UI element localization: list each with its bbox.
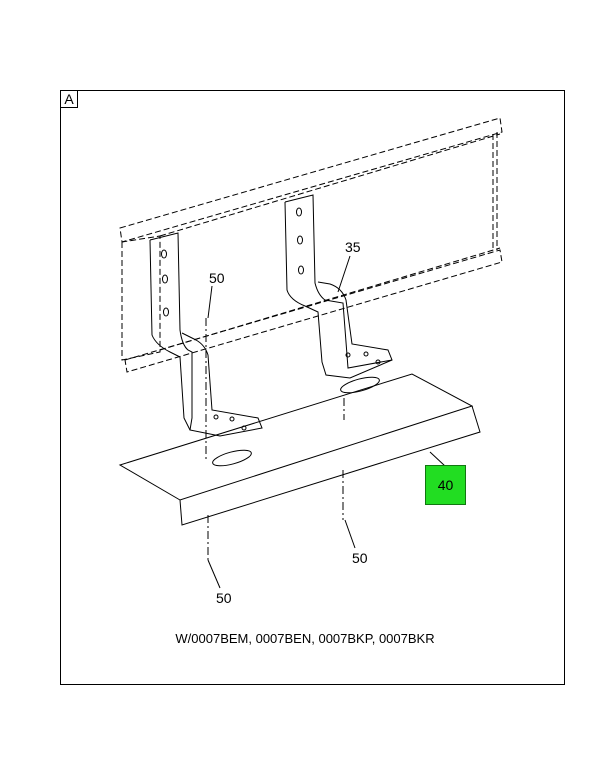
callout-50-mid: 50 xyxy=(352,550,368,566)
callout-35: 35 xyxy=(345,239,361,255)
callout-50-bottom: 50 xyxy=(216,590,232,606)
callout-50-top: 50 xyxy=(209,270,225,286)
view-label: A xyxy=(60,90,78,108)
heat-shield xyxy=(118,373,481,526)
fasteners xyxy=(205,318,345,560)
applicability-note: W/0007BEM, 0007BEN, 0007BKP, 0007BKR xyxy=(175,631,435,646)
frame-rail-phantom xyxy=(119,117,503,373)
callout-40-highlighted[interactable]: 40 xyxy=(425,465,466,505)
diagram-frame xyxy=(60,90,565,685)
leader-lines xyxy=(207,255,446,589)
bracket-right xyxy=(284,194,393,379)
